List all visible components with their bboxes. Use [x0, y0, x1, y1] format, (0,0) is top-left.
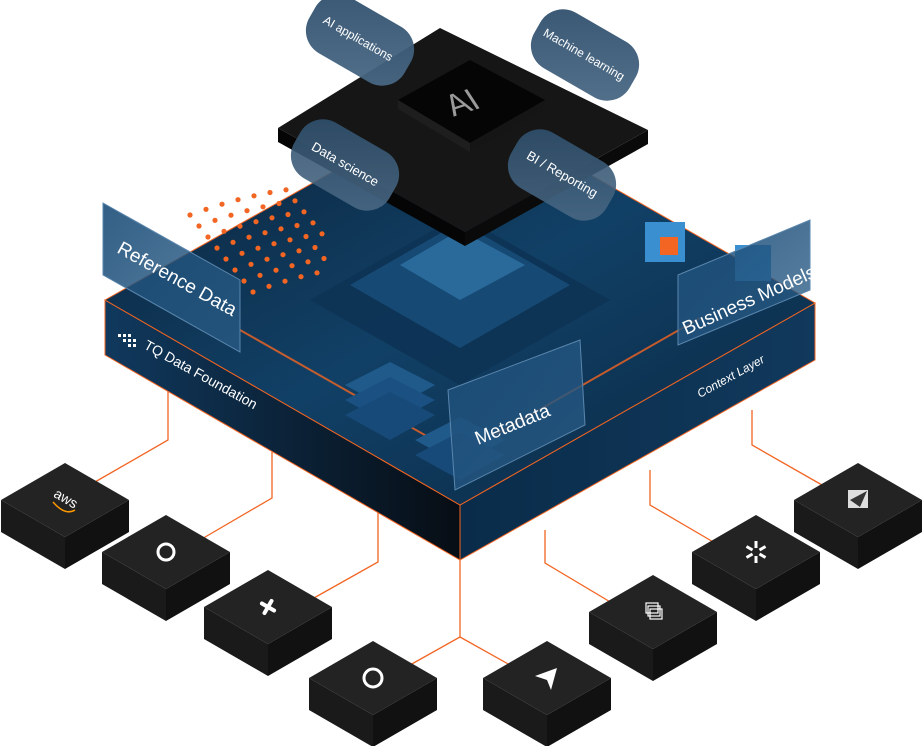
azure-logo-icon — [535, 668, 557, 690]
orange-dot — [253, 219, 259, 225]
orange-dot — [314, 270, 320, 276]
orange-dot — [305, 259, 311, 265]
orange-dot — [244, 208, 250, 214]
orange-dot — [239, 250, 245, 256]
orange-dot — [310, 220, 316, 226]
orange-dot — [241, 278, 247, 284]
integration-cube-arrow[interactable] — [794, 463, 922, 569]
orange-dot — [250, 289, 256, 295]
orange-dot — [292, 198, 298, 204]
metadata-panel: Metadata — [345, 339, 586, 491]
layers-logo-icon — [645, 602, 663, 620]
bubble-bi-reporting: BI / Reporting — [507, 129, 617, 221]
orange-dot — [266, 283, 272, 289]
orange-dot — [321, 255, 327, 262]
snowflake-logo-icon — [745, 541, 767, 563]
orange-dot — [203, 206, 209, 212]
orange-dot — [285, 211, 291, 218]
cloud-logo-icon — [156, 542, 176, 562]
orange-dot — [187, 212, 193, 218]
integration-cube-aws[interactable]: aws — [1, 463, 129, 569]
connector-lines — [94, 390, 823, 666]
integration-cube-layers[interactable] — [589, 575, 717, 681]
orange-dot — [273, 267, 279, 273]
orange-dot — [271, 241, 277, 247]
orange-dot — [282, 278, 288, 284]
orange-dot — [246, 234, 252, 240]
bubble-ai-applications: AI applications — [305, 0, 415, 86]
orange-dot — [264, 256, 270, 262]
orange-dot — [301, 209, 307, 215]
orange-dot — [276, 200, 282, 207]
orange-dot — [262, 230, 268, 236]
orange-dot — [257, 272, 263, 278]
orange-dot — [214, 245, 220, 251]
orange-dot — [255, 245, 261, 251]
tq-logo-icon — [118, 334, 136, 347]
orange-dot — [248, 261, 254, 267]
orange-dot — [221, 228, 227, 234]
orange-dot — [212, 217, 218, 223]
integration-cubes: aws — [1, 463, 922, 746]
orange-dot — [303, 233, 309, 240]
integration-cube-snowflake[interactable] — [692, 515, 820, 621]
bubble-machine-learning: Machine learning — [530, 9, 640, 101]
orange-dot — [219, 201, 225, 207]
orange-dot — [267, 189, 273, 196]
integration-cube-cloud[interactable] — [102, 515, 230, 621]
orange-dot — [205, 234, 211, 240]
orange-dot — [289, 263, 295, 269]
integration-cube-github[interactable] — [309, 641, 437, 746]
orange-dot — [296, 248, 302, 254]
orange-dot — [294, 222, 300, 229]
orange-dot — [287, 237, 293, 243]
orange-dot — [228, 212, 234, 218]
integration-cube-slack[interactable] — [204, 570, 332, 676]
orange-dot-grid — [187, 187, 327, 295]
orange-dot — [230, 239, 236, 245]
github-logo-icon — [362, 667, 384, 689]
orange-dot — [298, 274, 304, 280]
bubble-data-science: Data science — [290, 119, 400, 211]
orange-dot — [312, 244, 318, 251]
orange-dot — [269, 215, 275, 221]
orange-dot — [237, 223, 243, 229]
orange-dot — [232, 267, 238, 273]
data-foundation-platform — [103, 99, 817, 561]
arrow-logo-icon — [848, 490, 868, 508]
orange-dot — [260, 204, 266, 210]
orange-dot — [251, 193, 257, 199]
orange-dot — [319, 231, 325, 237]
orange-dot — [235, 197, 241, 203]
orange-dot — [196, 223, 202, 229]
slack-logo-icon — [259, 598, 277, 616]
orange-dot — [278, 226, 284, 232]
orange-dot — [280, 252, 286, 258]
orange-dot — [223, 256, 229, 262]
orange-dot — [283, 187, 289, 193]
integration-cube-azure[interactable] — [483, 641, 611, 746]
